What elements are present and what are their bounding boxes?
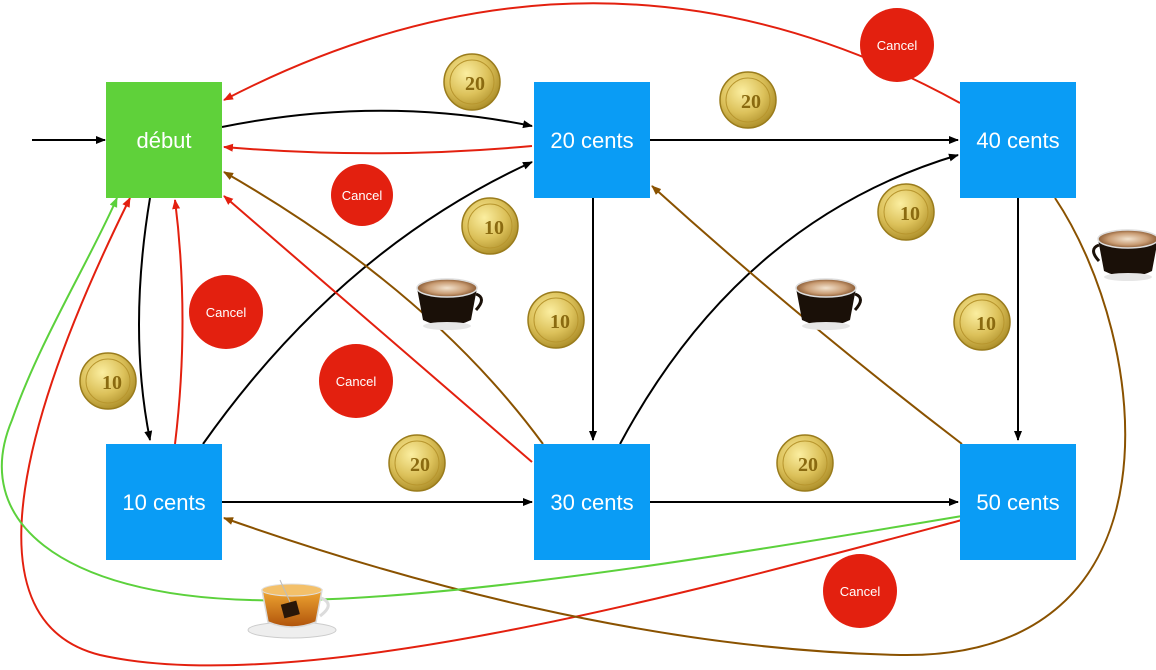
coin-value: 10 xyxy=(976,313,996,335)
state-10-cents: 10 cents xyxy=(106,444,222,560)
cancel-badge: Cancel xyxy=(860,8,934,82)
coin-20-icon: 20 xyxy=(776,434,834,492)
edge-tea-50 xyxy=(0,197,963,602)
state-40-cents-label: 40 cents xyxy=(976,128,1059,153)
state-debut: début xyxy=(106,82,222,198)
edge-cancel-30 xyxy=(223,195,533,463)
coin-20-icon: 20 xyxy=(443,53,501,111)
coin-10-icon: 10 xyxy=(461,197,519,255)
state-50-cents: 50 cents xyxy=(960,444,1076,560)
cancel-badge: Cancel xyxy=(823,554,897,628)
cancel-badge-label: Cancel xyxy=(342,188,383,203)
edge-cancel-20 xyxy=(223,143,533,155)
state-40-cents: 40 cents xyxy=(960,82,1076,198)
coins: 20 20 20 20 10 10 xyxy=(79,53,1011,492)
edge-cancel-10 xyxy=(172,199,184,445)
coin-value: 20 xyxy=(798,454,818,476)
tea-icon xyxy=(247,579,337,639)
cancel-badge-label: Cancel xyxy=(840,584,881,599)
coin-value: 10 xyxy=(102,372,122,394)
coin-10-icon: 10 xyxy=(79,352,137,410)
coffee-icon xyxy=(795,278,862,330)
coin-10-icon: 10 xyxy=(877,183,935,241)
edge-debut-20 xyxy=(221,109,533,129)
state-10-cents-label: 10 cents xyxy=(122,490,205,515)
coin-20-icon: 20 xyxy=(719,71,777,129)
cancel-badge-label: Cancel xyxy=(336,374,377,389)
cancel-badge: Cancel xyxy=(331,164,393,226)
coffee-icon xyxy=(1092,229,1156,281)
cancel-badge: Cancel xyxy=(319,344,393,418)
coffee-icon xyxy=(416,278,483,330)
state-20-cents-label: 20 cents xyxy=(550,128,633,153)
coin-value: 10 xyxy=(484,217,504,239)
cancel-badges: Cancel Cancel Cancel Cancel Cancel xyxy=(189,8,934,628)
state-debut-label: début xyxy=(136,128,191,153)
coin-value: 10 xyxy=(550,311,570,333)
edge-coffee-30 xyxy=(223,171,544,445)
coin-value: 20 xyxy=(465,73,485,95)
coin-value: 20 xyxy=(741,91,761,113)
coin-value: 20 xyxy=(410,454,430,476)
states: début 20 cents 40 cents 10 cents 30 cent… xyxy=(106,82,1076,560)
state-20-cents: 20 cents xyxy=(534,82,650,198)
coin-20-icon: 20 xyxy=(388,434,446,492)
edge-10-20 xyxy=(202,161,533,445)
state-30-cents-label: 30 cents xyxy=(550,490,633,515)
state-30-cents: 30 cents xyxy=(534,444,650,560)
cancel-badge-label: Cancel xyxy=(206,305,247,320)
state-50-cents-label: 50 cents xyxy=(976,490,1059,515)
cancel-badge: Cancel xyxy=(189,275,263,349)
edge-30-40 xyxy=(619,153,959,445)
edge-cancel-40 xyxy=(223,2,961,104)
coin-10-icon: 10 xyxy=(527,291,585,349)
coffee-cups xyxy=(416,229,1156,330)
coin-10-icon: 10 xyxy=(953,293,1011,351)
coin-value: 10 xyxy=(900,203,920,225)
cancel-badge-label: Cancel xyxy=(877,38,918,53)
edge-cancel-50 xyxy=(20,197,963,667)
edge-debut-10 xyxy=(138,197,153,441)
edge-coffee-40 xyxy=(223,197,1127,657)
